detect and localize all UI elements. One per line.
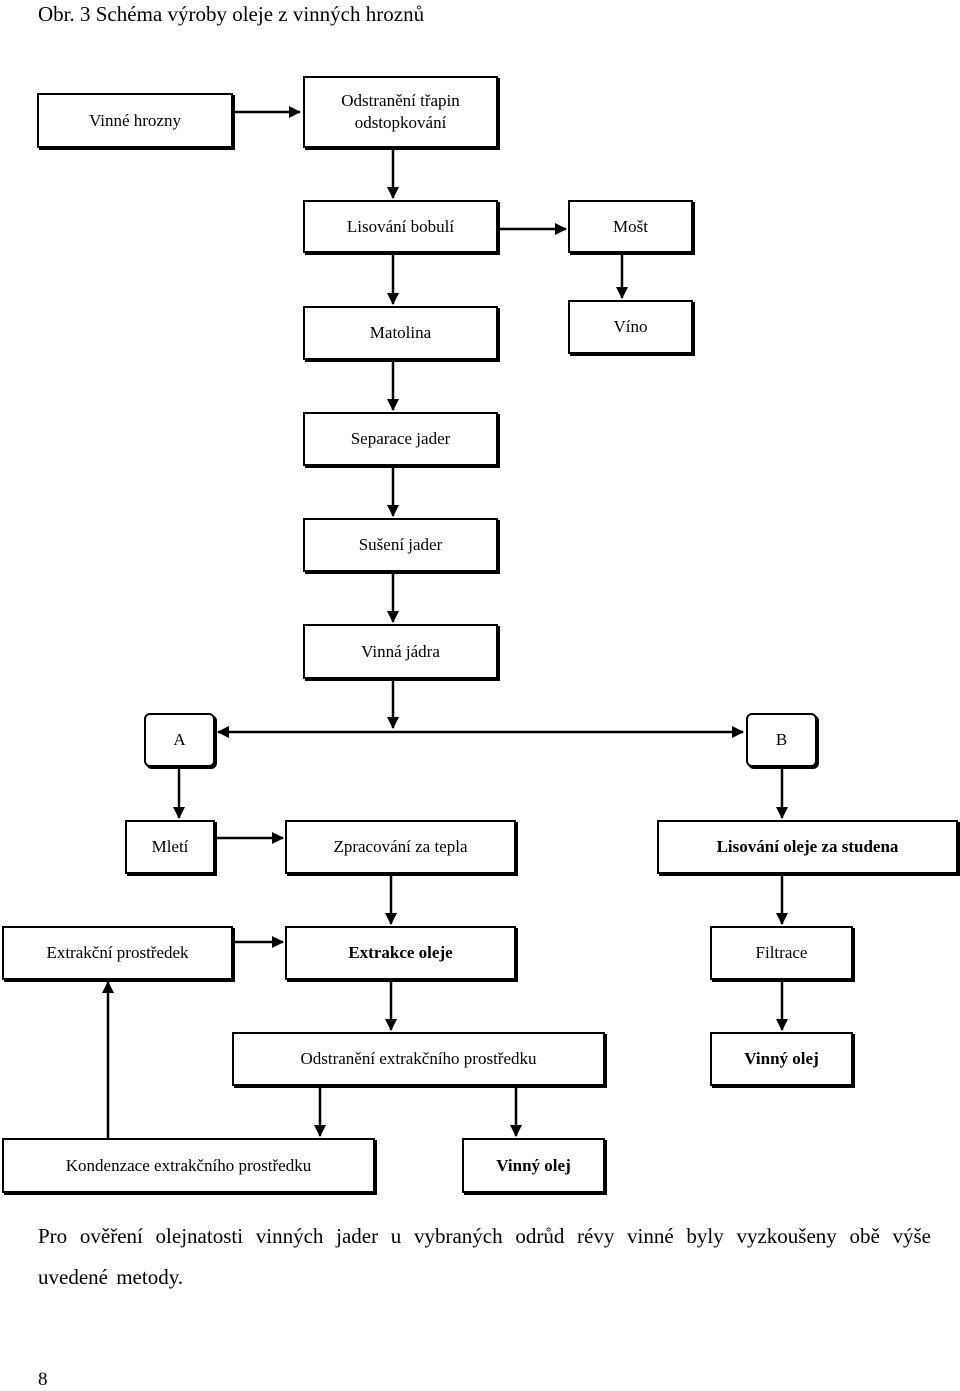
box-vino-label: Víno [613,317,648,336]
box-vinny-olej-right-label: Vinný olej [744,1049,819,1068]
box-vinny-olej-right: Vinný olej [710,1032,853,1086]
box-a: A [144,713,215,767]
box-most: Mošt [568,200,693,253]
box-matolina-label: Matolina [369,323,432,342]
box-suseni-jader-label: Sušení jader [358,535,443,554]
box-suseni-jader: Sušení jader [303,518,498,572]
box-a-label: A [173,730,186,749]
box-vinny-olej-bottom-label: Vinný olej [496,1155,571,1175]
box-mleti-label: Mletí [151,837,189,856]
box-zpracovani-za-tepla: Zpracování za tepla [285,820,516,874]
box-matolina: Matolina [303,306,498,360]
box-odstraneni-trapin-line2: odstopkování [354,113,447,132]
box-most-label: Mošt [613,216,648,236]
box-extrakcni-prostredek-label: Extrakční prostředek [46,943,189,962]
box-lisovani-bobuli-label: Lisování bobulí [346,216,455,236]
box-extrakcni-prostredek: Extrakční prostředek [2,926,233,980]
box-vinne-hrozny: Vinné hrozny [37,93,233,148]
box-lisovani-oleje-label: Lisování oleje za studena [716,837,899,856]
box-odstraneni-extrakcniho: Odstranění extrakčního prostředku [232,1032,605,1086]
box-vinny-olej-bottom: Vinný olej [462,1138,605,1193]
box-filtrace: Filtrace [710,926,853,980]
box-odstraneni-trapin: Odstranění třapin odstopkování [303,76,498,148]
box-mleti: Mletí [125,820,215,874]
box-kondenzace-label: Kondenzace extrakčního prostředku [65,1155,312,1175]
box-vinna-jadra-label: Vinná jádra [361,641,440,661]
box-extrakce-oleje-label: Extrakce oleje [348,943,453,962]
box-separace-jader-label: Separace jader [350,429,451,448]
box-extrakce-oleje: Extrakce oleje [285,926,516,980]
box-b-label: B [775,730,788,749]
box-kondenzace: Kondenzace extrakčního prostředku [2,1138,375,1193]
box-odstraneni-extrakcniho-label: Odstranění extrakčního prostředku [300,1049,537,1068]
box-odstraneni-trapin-line1: Odstranění třapin [341,91,460,110]
box-zpracovani-za-tepla-label: Zpracování za tepla [333,837,468,856]
box-lisovani-oleje: Lisování oleje za studena [657,820,958,874]
body-paragraph: Pro ověření olejnatosti vinných jader u … [38,1224,931,1289]
box-lisovani-bobuli: Lisování bobulí [303,200,498,253]
page-number: 8 [38,1369,48,1390]
figure-caption: Obr. 3 Schéma výroby oleje z vinných hro… [38,2,425,26]
box-vinna-jadra: Vinná jádra [303,624,498,679]
box-b: B [746,713,817,767]
box-vino: Víno [568,300,693,354]
box-filtrace-label: Filtrace [755,943,808,962]
box-separace-jader: Separace jader [303,412,498,466]
box-vinne-hrozny-label: Vinné hrozny [89,110,181,130]
